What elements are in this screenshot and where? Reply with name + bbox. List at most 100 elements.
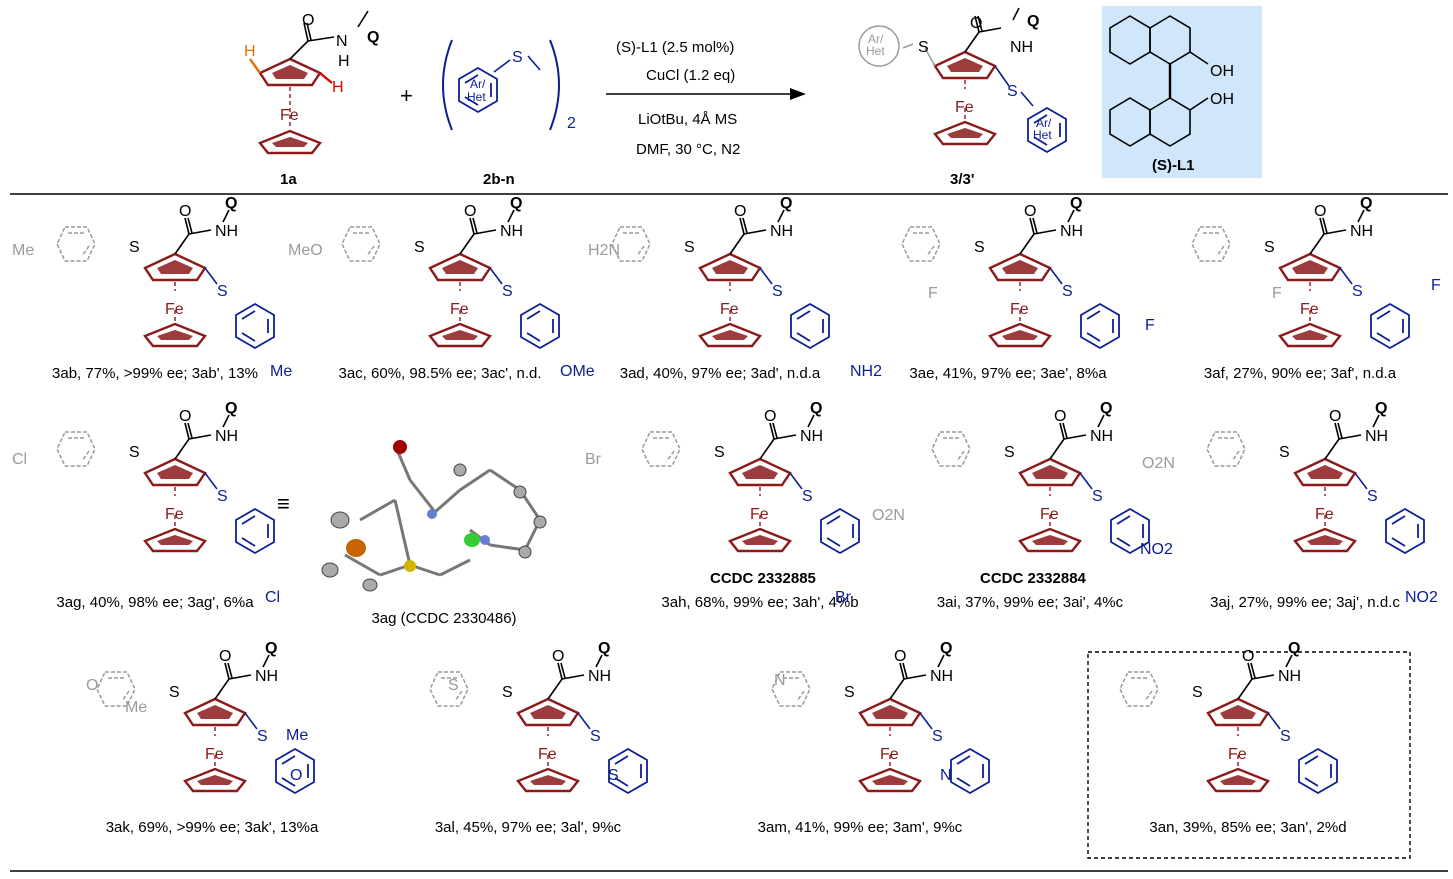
substituent-meo-2: MeO — [288, 242, 323, 259]
binol-ligand — [1109, 15, 1209, 147]
atom-h-1a: H — [338, 53, 350, 70]
condition-ligand: (S)-L1 (2.5 mol%) — [616, 39, 734, 56]
atom-nh-3: NH — [1010, 39, 1033, 56]
ar-ghost: Ar/ — [868, 32, 884, 46]
atom-q-3am: Q — [940, 640, 952, 657]
substituent-ome-3: OMe — [560, 363, 595, 380]
atom-s-3an: S — [1280, 728, 1291, 745]
atom-n-1a: N — [336, 33, 348, 50]
atom-s-ghost-3ak: S — [169, 684, 180, 701]
atom-s-3al: S — [590, 728, 601, 745]
thio-bond-3aj — [1354, 472, 1368, 490]
atom-fe-3: Fe — [955, 99, 974, 116]
atom-nh-3ag: NH — [215, 428, 238, 445]
highlight-box-3an — [1087, 651, 1411, 859]
thio-bond-3ac — [489, 267, 503, 285]
atom-fe-3an: Fe — [1228, 746, 1247, 763]
aryl-3aj — [1385, 508, 1425, 554]
aryl-3ab — [235, 303, 275, 349]
atom-s-ghost-3ag: S — [129, 444, 140, 461]
atom-q-3an: Q — [1288, 640, 1300, 657]
atom-s-3ab: S — [217, 283, 228, 300]
atom-s-2: S — [512, 49, 523, 66]
atom-s-ghost-3ad: S — [684, 239, 695, 256]
aryl-3af — [1370, 303, 1410, 349]
substituent-cl-10: Cl — [12, 451, 27, 468]
substituent-s-22: S — [448, 677, 459, 694]
atom-fe-3aj: Fe — [1315, 506, 1334, 523]
atom-h-red: H — [332, 79, 344, 96]
caption-3ag-x: 3ag (CCDC 2330486) — [371, 610, 516, 627]
atom-s-3aj: S — [1367, 488, 1378, 505]
label-ligand: (S)-L1 — [1152, 157, 1195, 174]
atom-s-ghost-3ah: S — [714, 444, 725, 461]
ar-label: Ar/ — [470, 77, 486, 91]
atom-fe-3af: Fe — [1300, 301, 1319, 318]
atom-o-3ad: O — [734, 203, 746, 220]
substituent-br-12: Br — [585, 451, 602, 468]
ghost-aryl-3ac — [341, 226, 381, 262]
atom-s-3ak: S — [257, 728, 268, 745]
thio-bond-3ag — [204, 472, 218, 490]
substituent-h2n-4: H2N — [588, 242, 620, 259]
atom-s-ghost-3am: S — [844, 684, 855, 701]
substituent-cl-11: Cl — [265, 589, 280, 606]
substituent-n-25: N — [940, 767, 952, 784]
condition-base: LiOtBu, 4Å MS — [638, 111, 737, 128]
atom-fe-1a: Fe — [280, 107, 299, 124]
atom-fe-3ai: Fe — [1040, 506, 1059, 523]
ccdc-3ai: CCDC 2332884 — [980, 570, 1087, 587]
substituent-me-20: Me — [286, 727, 308, 744]
thio-bond-3af — [1339, 267, 1353, 285]
thio-bond-3an — [1267, 712, 1281, 730]
atom-nh-3al: NH — [588, 668, 611, 685]
label-2b-n: 2b-n — [483, 171, 515, 188]
atom-s-3ai: S — [1092, 488, 1103, 505]
atom-q-3ai: Q — [1100, 400, 1112, 417]
atom-o-3af: O — [1314, 203, 1326, 220]
ghost-aryl-3ae — [901, 226, 941, 262]
substituent-f-6: F — [928, 285, 938, 302]
product-3 — [858, 6, 1067, 153]
substituent-no2-17: NO2 — [1405, 589, 1438, 606]
atom-q-3ah: Q — [810, 400, 822, 417]
condition-cucl: CuCl (1.2 eq) — [646, 67, 735, 84]
atom-q-3ab: Q — [225, 195, 237, 212]
atom-nh-3an: NH — [1278, 668, 1301, 685]
thio-bond-3ah — [789, 472, 803, 490]
label-3: 3/3' — [950, 171, 974, 188]
het-product: Het — [1033, 128, 1052, 142]
ghost-aryl-3ai — [931, 431, 971, 467]
disulfide-2 — [442, 39, 560, 131]
caption-3aj: 3aj, 27%, 99% ee; 3aj', n.d.c — [1210, 594, 1400, 611]
substituent-f-9: F — [1431, 277, 1441, 294]
atom-o-1a: O — [302, 12, 314, 29]
substituent-me-1: Me — [270, 363, 292, 380]
atom-s-ghost-3an: S — [1192, 684, 1203, 701]
substituent-no2-15: NO2 — [1140, 541, 1173, 558]
atom-fe-3ab: Fe — [165, 301, 184, 318]
atom-o-3ab: O — [179, 203, 191, 220]
arrowhead — [790, 88, 806, 100]
atom-q-1a: Q — [367, 29, 379, 46]
thio-bond-3ak — [244, 712, 258, 730]
aryl-3am — [950, 748, 990, 794]
aryl-3ac — [520, 303, 560, 349]
atom-s-ghost-3al: S — [502, 684, 513, 701]
equivalence-symbol: ≡ — [277, 491, 290, 516]
atom-nh-3ad: NH — [770, 223, 793, 240]
substituent-me-0: Me — [12, 242, 34, 259]
ccdc-3ah: CCDC 2332885 — [710, 570, 816, 587]
aryl-3ah — [820, 508, 860, 554]
caption-3ae: 3ae, 41%, 97% ee; 3ae', 8%a — [909, 365, 1107, 382]
atom-s-3ah: S — [802, 488, 813, 505]
thio-bond-3al — [577, 712, 591, 730]
atom-s-ghost-3ai: S — [1004, 444, 1015, 461]
atom-o-3: O — [970, 15, 982, 32]
atom-nh-3ae: NH — [1060, 223, 1083, 240]
atom-s-3ag: S — [217, 488, 228, 505]
atom-fe-3ae: Fe — [1010, 301, 1029, 318]
atom-nh-3aj: NH — [1365, 428, 1388, 445]
